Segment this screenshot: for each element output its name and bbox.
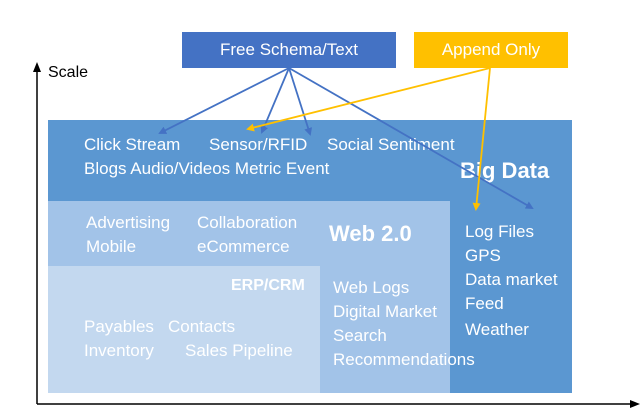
inventory: Inventory xyxy=(84,341,154,360)
weather: Weather xyxy=(465,320,529,339)
click-stream: Click Stream xyxy=(84,135,181,154)
digital-market: Digital Market xyxy=(333,302,437,321)
free-schema-text-tag: Free Schema/Text xyxy=(182,32,396,68)
search: Search xyxy=(333,326,387,345)
log-files: Log Files xyxy=(465,222,534,241)
gps: GPS xyxy=(465,246,501,265)
big-data-line2: Blogs Audio/Videos Metric Event xyxy=(84,159,330,178)
advertising: Advertising xyxy=(86,213,171,232)
web20-title: Web 2.0 xyxy=(329,221,412,246)
web-logs: Web Logs xyxy=(333,278,410,297)
y-axis-label: Scale xyxy=(48,64,89,81)
social-sentiment: Social Sentiment xyxy=(327,135,455,154)
mobile: Mobile xyxy=(86,237,137,256)
feed: Feed xyxy=(465,294,504,313)
recommendations: Recommendations xyxy=(333,350,475,369)
append-to-sensor-arrow xyxy=(246,67,491,132)
append-only-label: Append Only xyxy=(441,40,541,59)
ecommerce: eCommerce xyxy=(197,237,290,256)
y-axis-arrowhead xyxy=(33,62,41,72)
free-schema-text-label: Free Schema/Text xyxy=(220,40,358,59)
contacts: Contacts xyxy=(168,317,236,336)
schema-to-social-arrow xyxy=(288,67,312,136)
payables: Payables xyxy=(84,317,154,336)
append-only-tag: Append Only xyxy=(414,32,568,68)
collaboration: Collaboration xyxy=(197,213,298,232)
schema-to-log-files-arrow xyxy=(288,67,534,209)
sensor-rfid: Sensor/RFID xyxy=(209,135,308,154)
append-to-big-data-arrow xyxy=(472,67,491,211)
schema-to-sensor-arrow xyxy=(260,67,290,134)
sales-pipeline: Sales Pipeline xyxy=(185,341,293,360)
erp-crm-block xyxy=(48,266,320,393)
data-market: Data market xyxy=(465,270,558,289)
schema-to-click-stream-arrow xyxy=(158,67,290,134)
erp-crm-title: ERP/CRM xyxy=(231,277,305,294)
x-axis-arrowhead xyxy=(630,400,640,408)
big-data-title: Big Data xyxy=(460,158,550,183)
